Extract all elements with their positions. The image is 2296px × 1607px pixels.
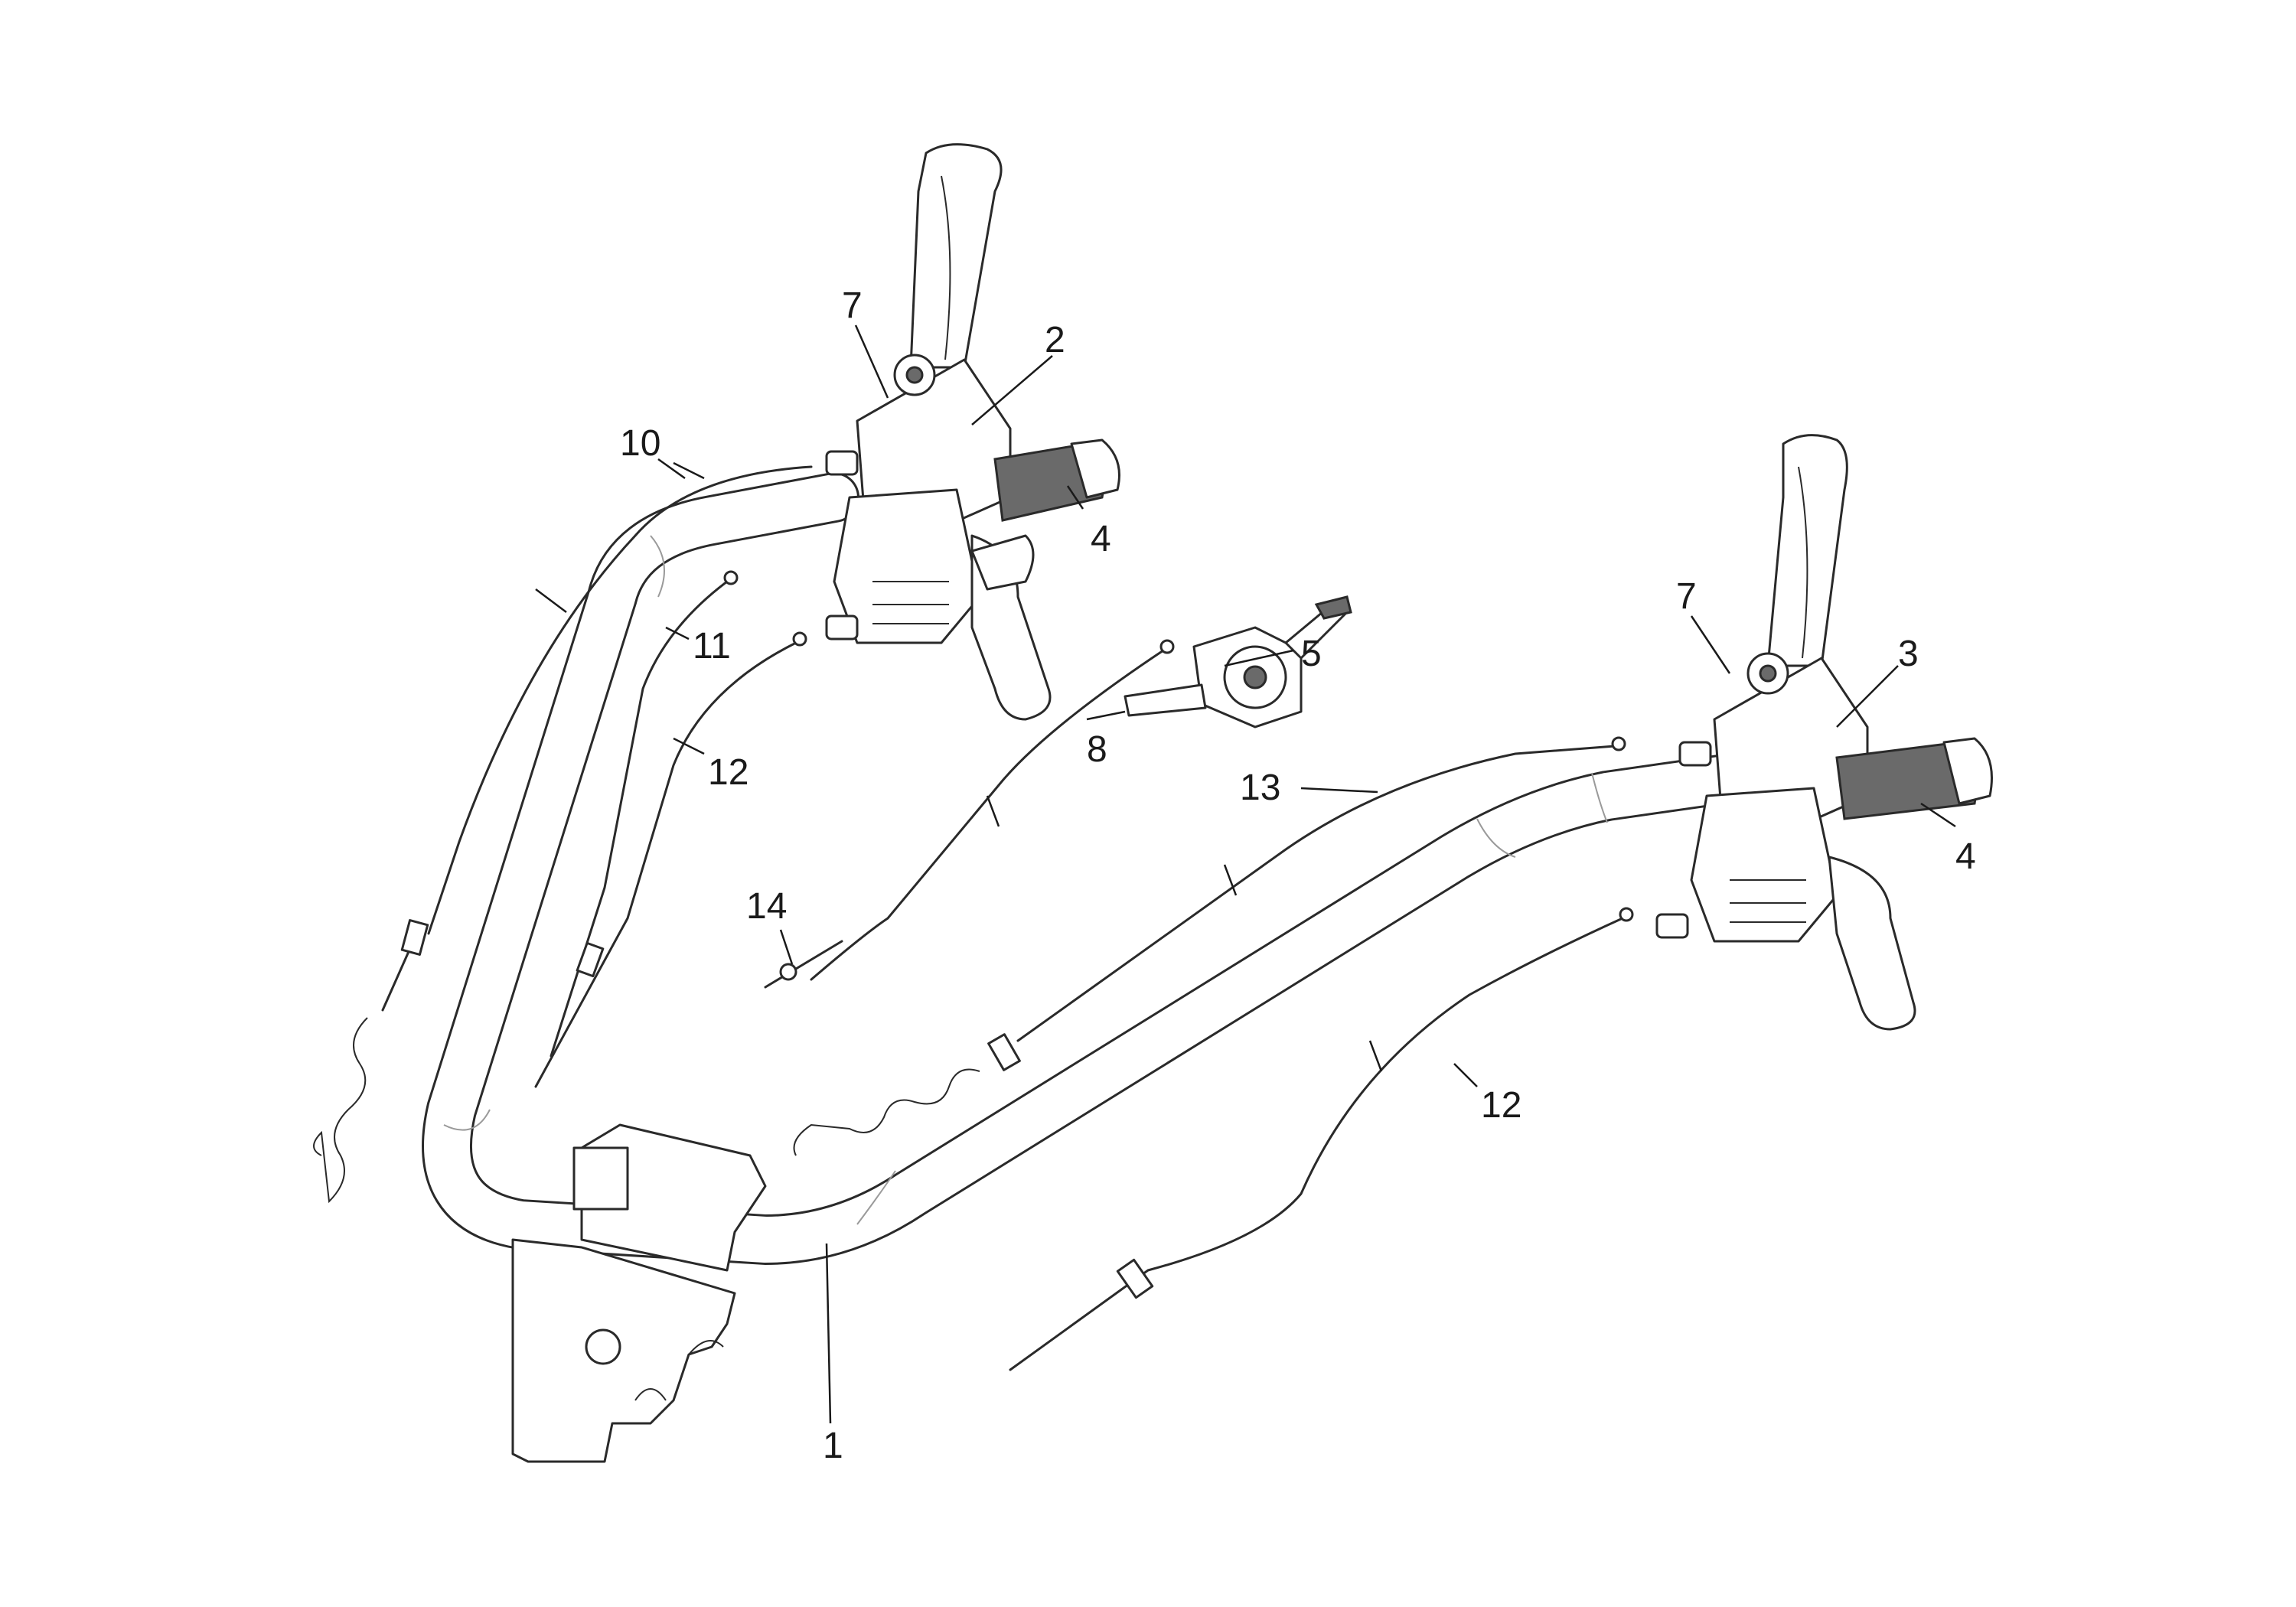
right-control-assembly [1655,434,1993,1031]
throttle-control [1124,595,1352,729]
callout-10: 10 [620,423,660,464]
callout-1: 1 [823,1426,843,1466]
callout-12b: 12 [1481,1085,1521,1126]
callout-13: 13 [1240,768,1280,808]
left-control-assembly [825,143,1120,721]
callout-7a: 7 [842,285,863,326]
callout-7b: 7 [1676,576,1697,617]
callout-2: 2 [1045,320,1065,360]
callout-leaders [665,324,1956,1424]
callout-5: 5 [1301,634,1322,674]
callout-3: 3 [1898,634,1919,674]
mounting-bracket [511,1123,767,1463]
callout-labels: 1 2 3 4 4 5 7 7 8 10 11 12 12 13 14 [620,285,1976,1466]
right-housing-body [1690,787,1838,943]
callout-14: 14 [746,886,787,927]
handlebar-tube [422,472,1847,1265]
callout-4a: 4 [1091,519,1111,559]
callout-4b: 4 [1955,836,1976,877]
callout-11: 11 [693,626,731,667]
callout-8: 8 [1087,729,1107,770]
cables [313,458,1634,1371]
callout-12a: 12 [708,752,748,793]
right-brake-lever [1828,856,1916,1031]
left-lever [909,143,1003,369]
